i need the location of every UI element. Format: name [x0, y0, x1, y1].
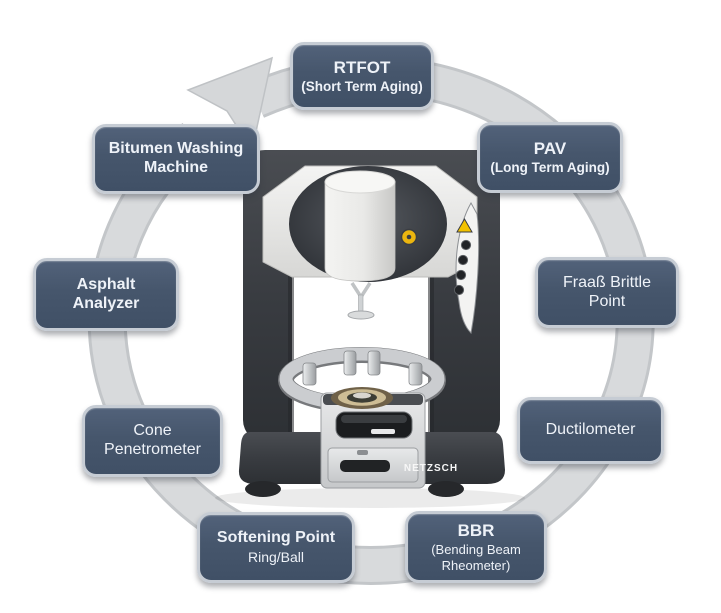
warning-triangle-icon [456, 217, 473, 233]
control-button [453, 284, 465, 296]
node-asphalt-analyzer: Asphalt Analyzer [33, 258, 179, 331]
node-title: Bitumen Washing Machine [108, 140, 244, 176]
spindle [347, 282, 375, 320]
drawer-unit [320, 387, 426, 489]
node-bitumen-washing-machine: Bitumen Washing Machine [92, 124, 260, 194]
drawer-handle [340, 460, 390, 472]
node-bbr: BBR (Bending Beam Rheometer) [405, 511, 547, 583]
instrument-foot [428, 481, 464, 497]
control-button [455, 269, 467, 281]
node-title: Cone Penetrometer [104, 422, 201, 458]
node-pav: PAV (Long Term Aging) [477, 122, 623, 193]
brand-label: NETZSCH [404, 463, 458, 474]
node-subtitle: (Long Term Aging) [490, 160, 610, 176]
node-subtitle: Ring/Ball [247, 549, 305, 566]
measuring-cylinder [324, 181, 396, 282]
node-fraass-brittle-point: Fraaß Brittle Point [535, 257, 679, 328]
instrument-foot [245, 481, 281, 497]
control-button [457, 254, 469, 266]
netzsch-instrument-illustration: NETZSCH [215, 150, 525, 508]
node-title: Ductilometer [545, 421, 636, 439]
control-button [460, 239, 472, 251]
node-cone-penetrometer: Cone Penetrometer [82, 405, 223, 477]
node-subtitle: (Bending Beam Rheometer) [431, 542, 521, 573]
node-title: PAV [533, 139, 567, 159]
node-ductilometer: Ductilometer [517, 397, 664, 464]
node-title: RTFOT [333, 57, 391, 77]
node-title: Asphalt Analyzer [72, 275, 140, 312]
node-softening-point: Softening Point Ring/Ball [197, 512, 355, 583]
node-rtfot: RTFOT (Short Term Aging) [290, 42, 434, 110]
control-panel-blade [453, 201, 480, 335]
node-title: Fraaß Brittle Point [562, 273, 651, 310]
node-title: BBR [457, 521, 495, 541]
node-subtitle: (Short Term Aging) [301, 78, 423, 94]
node-title: Softening Point [216, 529, 336, 547]
